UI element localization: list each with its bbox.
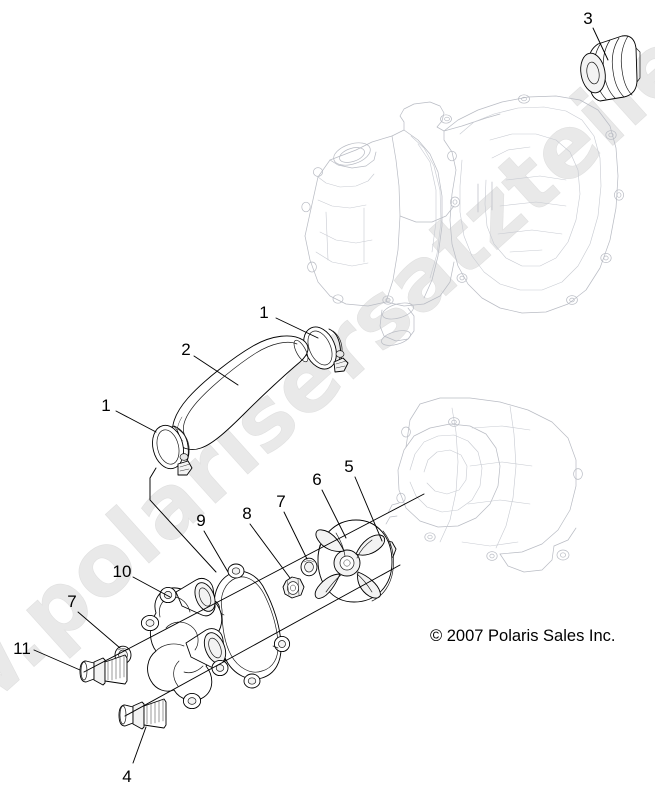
part-flange-bolt-upper (79, 654, 128, 686)
part-seal-nut (282, 576, 305, 599)
callout-number-4: 4 (122, 767, 131, 785)
leader-line-clamp-to-hose (149, 467, 217, 573)
callout-number-1-upper: 1 (259, 303, 268, 322)
leader-line-9 (203, 530, 229, 573)
part-washer-upper (300, 557, 318, 577)
leader-line-7-upper (283, 511, 308, 560)
leader-line-11 (33, 649, 81, 671)
callout-number-1-lower: 1 (101, 396, 110, 415)
leader-line-6 (321, 489, 347, 539)
leader-line-1-upper (275, 317, 319, 339)
part-hose-clamp-upper (303, 326, 349, 373)
leader-line-3 (592, 27, 609, 61)
leader-line-8 (249, 523, 291, 579)
callout-number-6: 6 (312, 470, 321, 489)
callout-number-8: 8 (242, 504, 251, 523)
callout-number-5: 5 (344, 457, 353, 476)
callout-number-9: 9 (196, 511, 205, 530)
leader-line-1-lower (115, 410, 157, 433)
callout-number-10: 10 (113, 562, 132, 581)
part-cap-plug (580, 35, 641, 102)
part-hose-clamp-lower (152, 424, 193, 476)
callout-number-11: 11 (13, 639, 31, 658)
part-pump-housing-cover (140, 577, 229, 710)
copyright-notice: © 2007 Polaris Sales Inc. (430, 627, 616, 645)
callout-number-7-lower: 7 (67, 592, 76, 611)
callout-number-7-upper: 7 (276, 492, 285, 511)
part-impeller (314, 519, 394, 603)
leader-line-10 (132, 576, 171, 598)
callout-number-3: 3 (583, 9, 592, 28)
leader-line-2 (193, 355, 239, 386)
callout-number-2: 2 (181, 340, 190, 359)
leader-line-5 (354, 476, 383, 542)
assembly-axis-line (83, 493, 425, 717)
leader-line-7-lower (77, 611, 121, 649)
engine-case-lower-reference (385, 397, 583, 573)
part-flange-bolt-lower (118, 698, 167, 730)
engine-case-upper (301, 94, 624, 346)
leader-line-4 (132, 726, 147, 764)
